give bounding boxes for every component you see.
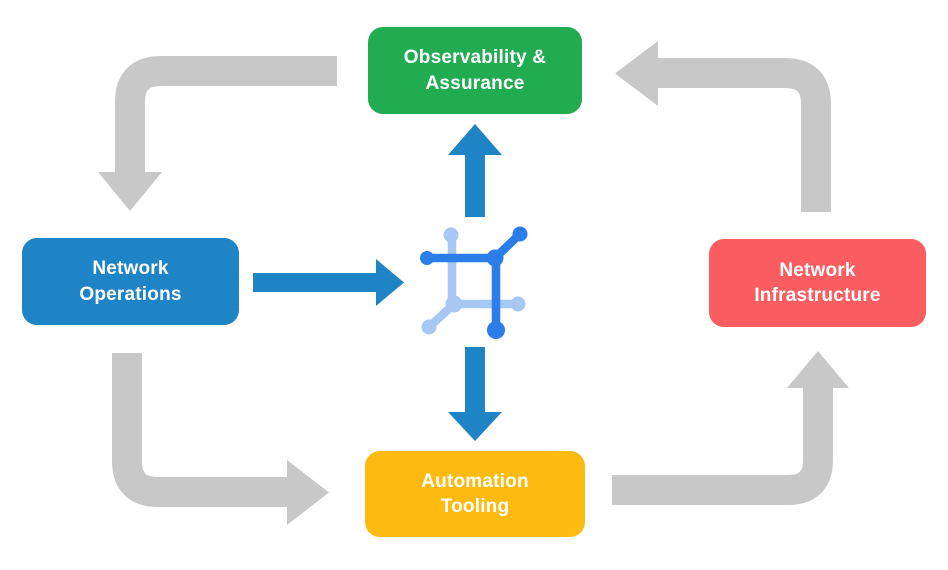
cycle-arrow-tooling-to-infrastructure <box>612 351 849 505</box>
node-network-operations: Network Operations <box>22 238 239 325</box>
node-observability-assurance: Observability & Assurance <box>368 27 582 114</box>
cycle-arrow-infrastructure-to-observability <box>615 41 831 212</box>
flow-arrow-center-to-tooling <box>448 347 502 441</box>
cycle-arrow-operations-to-tooling <box>112 353 329 525</box>
flow-arrow-operations-to-center <box>253 259 404 306</box>
node-network-infrastructure: Network Infrastructure <box>709 239 926 327</box>
flow-arrow-center-to-observability <box>448 124 502 217</box>
node-automation-tooling: Automation Tooling <box>365 451 585 537</box>
node-network-operations-label: Network Operations <box>79 258 182 305</box>
node-observability-assurance-label: Observability & Assurance <box>403 47 547 94</box>
node-network-infrastructure-label: Network Infrastructure <box>754 259 881 306</box>
network-hub-icon <box>420 226 528 339</box>
cycle-arrow-observability-to-operations <box>98 56 337 211</box>
node-automation-tooling-label: Automation Tooling <box>421 470 529 517</box>
